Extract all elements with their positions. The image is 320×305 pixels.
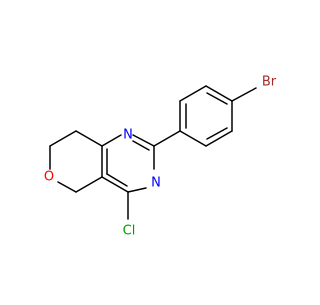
bond-c8a-n1 [101,134,122,147]
atom-label-cl: Cl [123,224,136,239]
atom-label-o6: O [44,170,54,185]
bond-c8-c8a [75,130,103,147]
bond-ph6-ph1 [179,130,207,147]
bond-c2-ph1 [153,130,181,147]
bond-ph5-ph6-inner [206,127,228,140]
bond-ph3-ph4-inner [206,92,228,105]
bond-c7-c8 [49,130,77,147]
structure-canvas: N N O Cl Br [44,75,277,239]
bond-ph4-br [231,87,257,102]
atom-label-br: Br [262,75,277,90]
bond-c4a-c5 [75,176,103,193]
bond-ph3-ph4 [205,85,233,102]
atom-label-n1: N [123,128,133,143]
bond-ph5-ph6 [205,130,233,147]
bond-c5-o6 [57,181,77,193]
bond-n1-c2-inner [132,140,150,151]
bond-c4-c4a [101,176,129,193]
bond-n3-c4 [127,187,147,193]
bond-c4-c4a-inner [106,173,128,187]
atom-label-n3: N [151,176,161,191]
molecule-structure: N N O Cl Br [44,75,277,239]
bond-n1-c2 [132,134,155,147]
bond-ph2-ph3 [179,85,207,102]
